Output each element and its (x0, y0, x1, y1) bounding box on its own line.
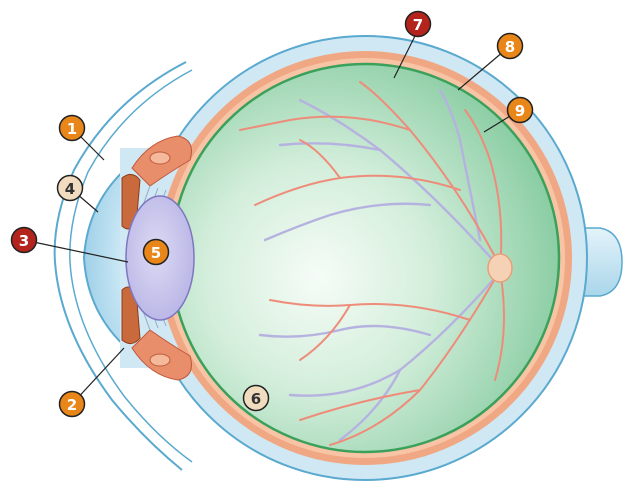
callout-number: 5 (151, 244, 161, 262)
callout-number: 8 (505, 38, 515, 56)
callout-badge-9: 9 (508, 98, 533, 123)
callout-badge-2: 2 (60, 392, 85, 417)
ciliary-process-lower (150, 354, 170, 366)
optic-disc (488, 254, 512, 282)
callout-badge-5: 5 (144, 240, 169, 265)
callout-badge-7: 7 (406, 12, 431, 37)
callout-number: 3 (19, 232, 29, 250)
callout-number: 7 (413, 16, 423, 34)
callout-number: 4 (65, 180, 75, 198)
callout-number: 1 (67, 120, 77, 138)
callout-number: 9 (515, 102, 525, 120)
ciliary-process-upper (150, 152, 170, 164)
callout-number: 2 (67, 396, 77, 414)
callout-badge-4: 4 (58, 176, 83, 201)
callout-badge-1: 1 (60, 116, 85, 141)
callout-badge-3: 3 (12, 228, 37, 253)
callout-badge-6: 6 (244, 386, 269, 411)
callout-number: 6 (251, 390, 261, 408)
callout-badge-8: 8 (498, 34, 523, 59)
